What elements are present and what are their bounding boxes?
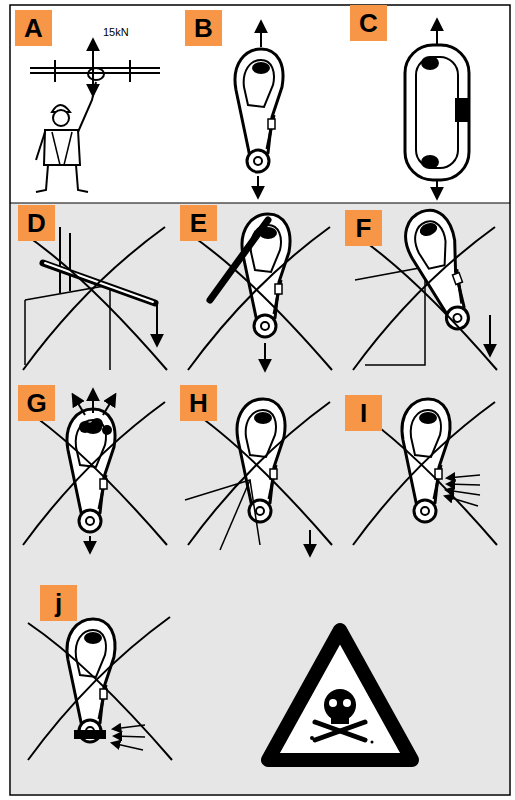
panel-letter-box: B xyxy=(185,10,222,46)
panel-letter: B xyxy=(194,13,213,43)
panel-letter: A xyxy=(24,13,43,43)
panel-letter-box: j xyxy=(40,585,77,621)
panel-letter: I xyxy=(360,398,367,428)
panel-letter-box: C xyxy=(350,5,387,41)
load-rating: 15kN xyxy=(102,26,130,38)
panel-letter-box: E xyxy=(180,205,217,241)
divider xyxy=(10,203,510,204)
panel-d-figure xyxy=(23,227,167,370)
panel-c-figure xyxy=(405,20,469,198)
panel-letter: F xyxy=(356,213,372,243)
grey-ground xyxy=(11,203,509,794)
panel-letter-box: A xyxy=(15,10,52,46)
panel-letter-box: I xyxy=(345,395,382,431)
panel-letter: E xyxy=(190,208,207,238)
warning-triangle xyxy=(268,630,412,760)
panel-letter-box: H xyxy=(180,385,217,421)
panel-b-figure xyxy=(235,22,283,197)
panel-letter: j xyxy=(55,588,62,618)
panel-letter: H xyxy=(189,388,208,418)
panel-h-figure xyxy=(185,399,332,555)
panel-letter-box: G xyxy=(18,385,55,421)
panel-letter-box: F xyxy=(345,210,382,246)
panel-letter: C xyxy=(359,8,378,38)
frame xyxy=(10,5,510,795)
panel-letter-box: D xyxy=(18,205,55,241)
panel-letter: G xyxy=(26,388,46,418)
panel-j-figure xyxy=(28,617,172,760)
panel-letter: D xyxy=(27,208,46,238)
panel-a-figure xyxy=(30,40,160,192)
